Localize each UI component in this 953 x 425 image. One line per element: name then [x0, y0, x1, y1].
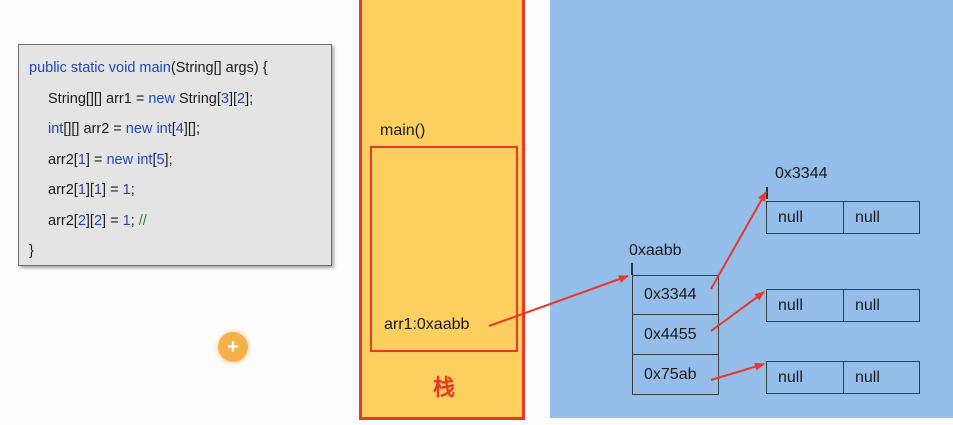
arrow-arr1-to-outer: [488, 275, 629, 327]
inner-row-2-cell-0: null: [766, 361, 844, 394]
arrow-cell1-to-row1: [710, 291, 765, 332]
code-line-7: }: [29, 243, 34, 259]
outer-array-cell-1: 0x4455: [632, 314, 719, 355]
inner-row-1-cell-1: null: [843, 289, 920, 322]
stack-frame-title: main(): [380, 122, 426, 139]
code-line-5: arr2[1][1] = 1;: [48, 182, 135, 198]
inner-array-tick: [766, 187, 768, 199]
arrow-cell0-to-row0: [710, 191, 767, 290]
outer-array-tick: [631, 263, 633, 275]
stack-variable-arr1: arr1:0xaabb: [384, 316, 470, 333]
code-line-2: String[][] arr1 = new String[3][2];: [48, 90, 254, 107]
outer-array-address: 0xaabb: [629, 242, 682, 259]
stack-frame-box: [370, 146, 518, 352]
arrow-cell2-to-row2: [710, 362, 765, 381]
inner-row-2-cell-1: null: [843, 361, 920, 394]
code-line-6: arr2[2][2] = 1; //: [48, 212, 147, 229]
code-line-4: arr2[1] = new int[5];: [48, 151, 173, 168]
add-button[interactable]: +: [218, 332, 248, 362]
inner-row-1-cell-0: null: [766, 289, 844, 322]
code-panel: public static void main(String[] args) {…: [18, 44, 332, 266]
inner-array-address: 0x3344: [775, 165, 828, 182]
inner-row-0-cell-1: null: [843, 201, 920, 234]
code-line-1: public static void main(String[] args) {: [29, 60, 268, 76]
stack-label: 栈: [432, 375, 455, 400]
outer-array-cell-2: 0x75ab: [632, 354, 719, 395]
outer-array-cell-0: 0x3344: [632, 275, 719, 315]
code-line-3: int[][] arr2 = new int[4][];: [48, 121, 200, 137]
